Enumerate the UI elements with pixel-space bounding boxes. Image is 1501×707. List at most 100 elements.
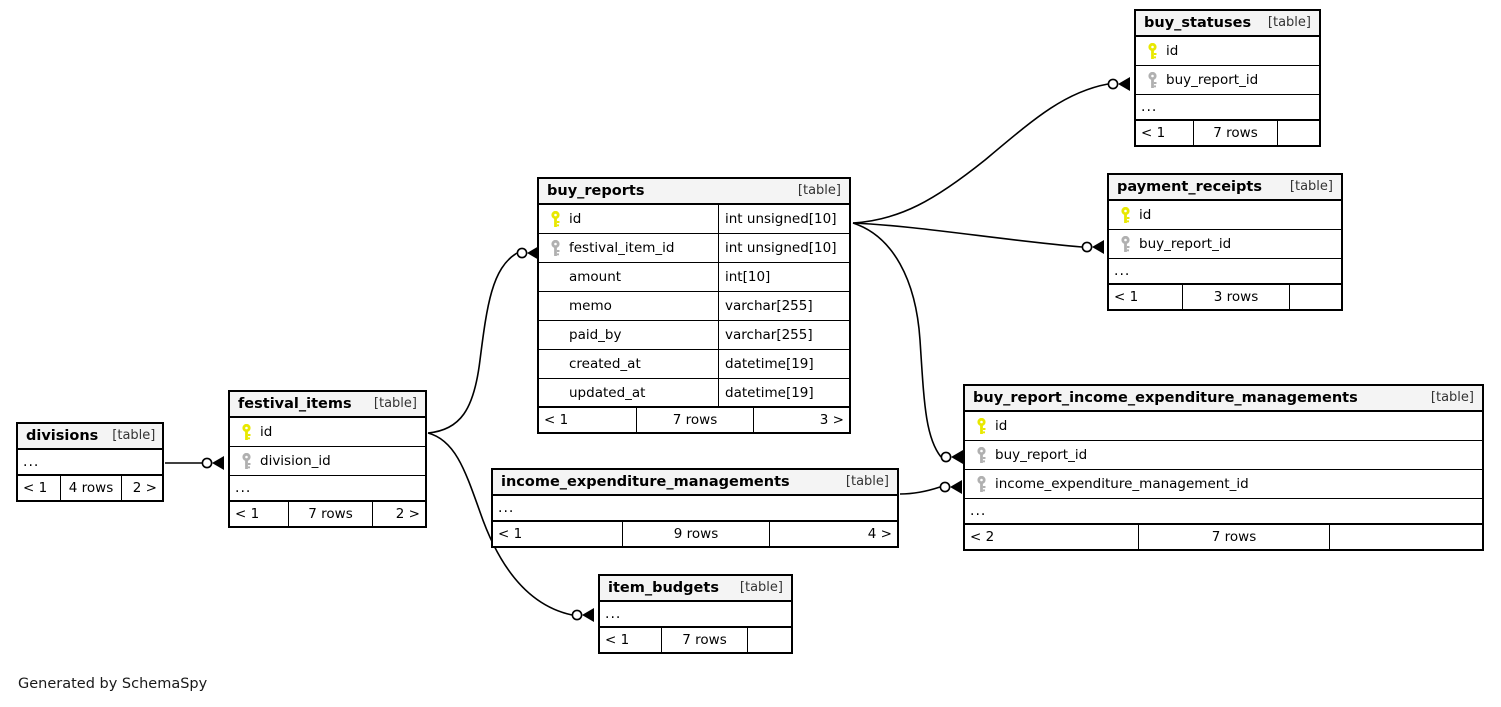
column-row-id[interactable]: id [1109,201,1341,230]
more-columns-ellipsis[interactable]: ... [600,602,791,628]
column-row-id[interactable]: id [230,418,425,447]
more-columns-ellipsis[interactable]: ... [230,476,425,502]
footer-parents-count[interactable]: < 1 [498,526,523,542]
footer-children-count[interactable]: 4 > [867,526,892,542]
column-name-cell: id [965,412,1482,440]
foreign-key-icon [236,452,256,470]
cardinality-zero-circle [940,451,952,463]
footer-children-count[interactable] [748,628,791,652]
table-header-festival_items: festival_items[table] [230,392,425,418]
column-name-label: id [1166,43,1179,59]
column-type-cell: int unsigned[10] [718,234,849,262]
column-name-label: memo [569,298,612,314]
footer-parents-count[interactable]: < 1 [235,506,260,522]
table-type-tag: [table] [1289,179,1333,194]
cardinality-zero-circle [516,247,528,259]
column-row-id[interactable]: id [965,412,1482,441]
more-columns-ellipsis[interactable]: ... [493,496,897,522]
footer-children-count[interactable] [1330,525,1482,549]
column-name-cell: paid_by [539,321,718,349]
table-divisions[interactable]: divisions[table]... < 1 4 rows 2 > [16,422,164,502]
cardinality-crowsfoot [212,456,224,470]
cardinality-crowsfoot [1092,240,1104,254]
table-header-divisions: divisions[table] [18,424,162,450]
relationship-buy_reports-brie_managements [852,222,963,464]
table-type-tag: [table] [1430,390,1474,405]
column-name-label: updated_at [569,384,646,401]
table-type-tag: [table] [739,580,783,595]
column-name-label: id [1139,207,1152,223]
relationship-festival_items-buy_reports [427,246,539,434]
footer-row-count: 4 rows [60,476,122,500]
column-name-label: festival_item_id [569,240,675,256]
primary-key-icon [545,210,565,228]
footer-row-count: 7 rows [1138,525,1330,549]
column-name-cell: id [539,205,718,233]
footer-children-count[interactable]: 2 > [395,506,420,522]
footer-parents-count[interactable]: < 1 [23,480,48,496]
footer-parents-count[interactable]: < 1 [1114,289,1139,305]
column-name-cell: id [1109,201,1341,229]
table-type-tag: [table] [373,396,417,411]
table-title: divisions [26,427,99,444]
table-item_budgets[interactable]: item_budgets [table]... < 1 7 rows [598,574,793,654]
column-name-cell: created_at [539,350,718,378]
foreign-key-icon [971,446,991,464]
column-name-label: buy_report_id [1139,236,1232,252]
footer-children-count[interactable]: 3 > [819,412,844,428]
column-name-label: amount [569,269,622,285]
more-columns-ellipsis[interactable]: ... [1109,259,1341,285]
footer-children-count[interactable] [1290,285,1341,309]
column-row-id[interactable]: id [1136,37,1319,66]
table-title: income_expenditure_managements [501,473,790,490]
foreign-key-icon [1142,71,1162,89]
footer-children-count[interactable] [1278,121,1319,145]
relationship-line [852,83,1109,224]
column-row-buy_report_id[interactable]: buy_report_id [1136,66,1319,95]
cardinality-crowsfoot [951,450,963,464]
foreign-key-icon [971,475,991,493]
column-row-division_id[interactable]: division_id [230,447,425,476]
more-columns-ellipsis[interactable]: ... [965,499,1482,525]
cardinality-zero-circle [571,609,583,621]
column-row-festival_item_id[interactable]: festival_item_id int unsigned[10] [539,234,849,263]
column-type-cell: int unsigned[10] [718,205,849,233]
column-row-buy_report_id[interactable]: buy_report_id [1109,230,1341,259]
column-name-cell: buy_report_id [1109,230,1341,258]
column-row-buy_report_id[interactable]: buy_report_id [965,441,1482,470]
more-columns-ellipsis[interactable]: ... [1136,95,1319,121]
column-name-label: id [995,418,1008,434]
footer-parents-count[interactable]: < 1 [1141,125,1166,141]
table-buy_report_income_expenditure_managements[interactable]: buy_report_income_expenditure_management… [963,384,1484,551]
column-type-cell: varchar[255] [718,321,849,349]
footer-parents-count[interactable]: < 1 [605,632,630,648]
footer-parents-count[interactable]: < 1 [544,412,569,428]
more-columns-ellipsis[interactable]: ... [18,450,162,476]
table-title: item_budgets [608,579,719,596]
table-income_expenditure_managements[interactable]: income_expenditure_managements[table]...… [491,468,899,548]
cardinality-zero-circle [1107,78,1119,90]
footer-children-count[interactable]: 2 > [132,480,157,496]
column-name-cell: memo [539,292,718,320]
primary-key-icon [971,417,991,435]
relationship-iem-brie_managements [899,480,962,495]
column-row-income_expenditure_management_id[interactable]: income_expenditure_management_id [965,470,1482,499]
generated-by-credit: Generated by SchemaSpy [18,676,208,692]
relationship-line [852,222,1083,248]
relationship-line [852,222,942,458]
primary-key-icon [236,423,256,441]
footer-row-count: 7 rows [661,628,748,652]
cardinality-zero-circle [201,457,213,469]
footer-parents-count[interactable]: < 2 [970,529,995,545]
